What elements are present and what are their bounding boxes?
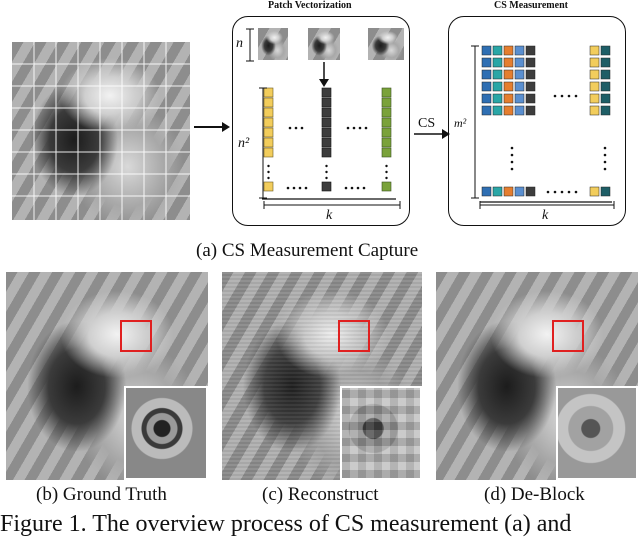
- patch-thumbnail-1: [258, 28, 288, 60]
- patch-grid-overlay: [12, 42, 190, 220]
- k-bracket-right: [479, 201, 615, 209]
- measurement-length-bracket: [471, 45, 479, 199]
- patch-vectorization-box: [232, 16, 410, 226]
- patch-thumbnail-3: [368, 28, 404, 60]
- zoom-inset-b: [124, 386, 208, 480]
- measurement-matrix: [480, 45, 612, 203]
- zoom-inset-d: [556, 386, 638, 480]
- patch-size-bracket: [246, 28, 254, 62]
- cs-measurement-title: CS Measurement: [494, 0, 568, 11]
- zoom-inset-c: [340, 386, 422, 480]
- cs-arrow-label: CS: [418, 116, 436, 131]
- patch-vectorization-title: Patch Vectorization: [268, 0, 352, 11]
- caption-a: (a) CS Measurement Capture: [196, 240, 419, 261]
- zoom-region-box-b: [120, 320, 152, 352]
- patch-size-n-label: n: [236, 36, 243, 51]
- k-label-right: k: [542, 208, 549, 223]
- vector-length-n2-label: n²: [238, 136, 250, 151]
- caption-d: (d) De-Block: [484, 484, 585, 505]
- zoom-region-box-d: [552, 320, 584, 352]
- patch-thumbnail-2: [308, 28, 340, 60]
- cs-arrow-icon: [414, 129, 450, 139]
- k-label-left: k: [326, 208, 333, 223]
- zoom-region-box-c: [338, 320, 370, 352]
- arrow-down-icon: [319, 62, 329, 87]
- figure-caption: Figure 1. The overview process of CS mea…: [0, 511, 572, 537]
- measurement-length-m2-label: m²: [454, 116, 467, 130]
- parrot-grid-image: [12, 42, 190, 220]
- k-bracket-left: [263, 201, 401, 209]
- arrow-right-icon: [194, 122, 230, 132]
- caption-c: (c) Reconstruct: [262, 484, 379, 505]
- vector-length-bracket: [259, 87, 267, 199]
- caption-b: (b) Ground Truth: [36, 484, 167, 505]
- vectorized-patch-columns: [262, 87, 396, 200]
- cs-measurement-box: [448, 16, 626, 226]
